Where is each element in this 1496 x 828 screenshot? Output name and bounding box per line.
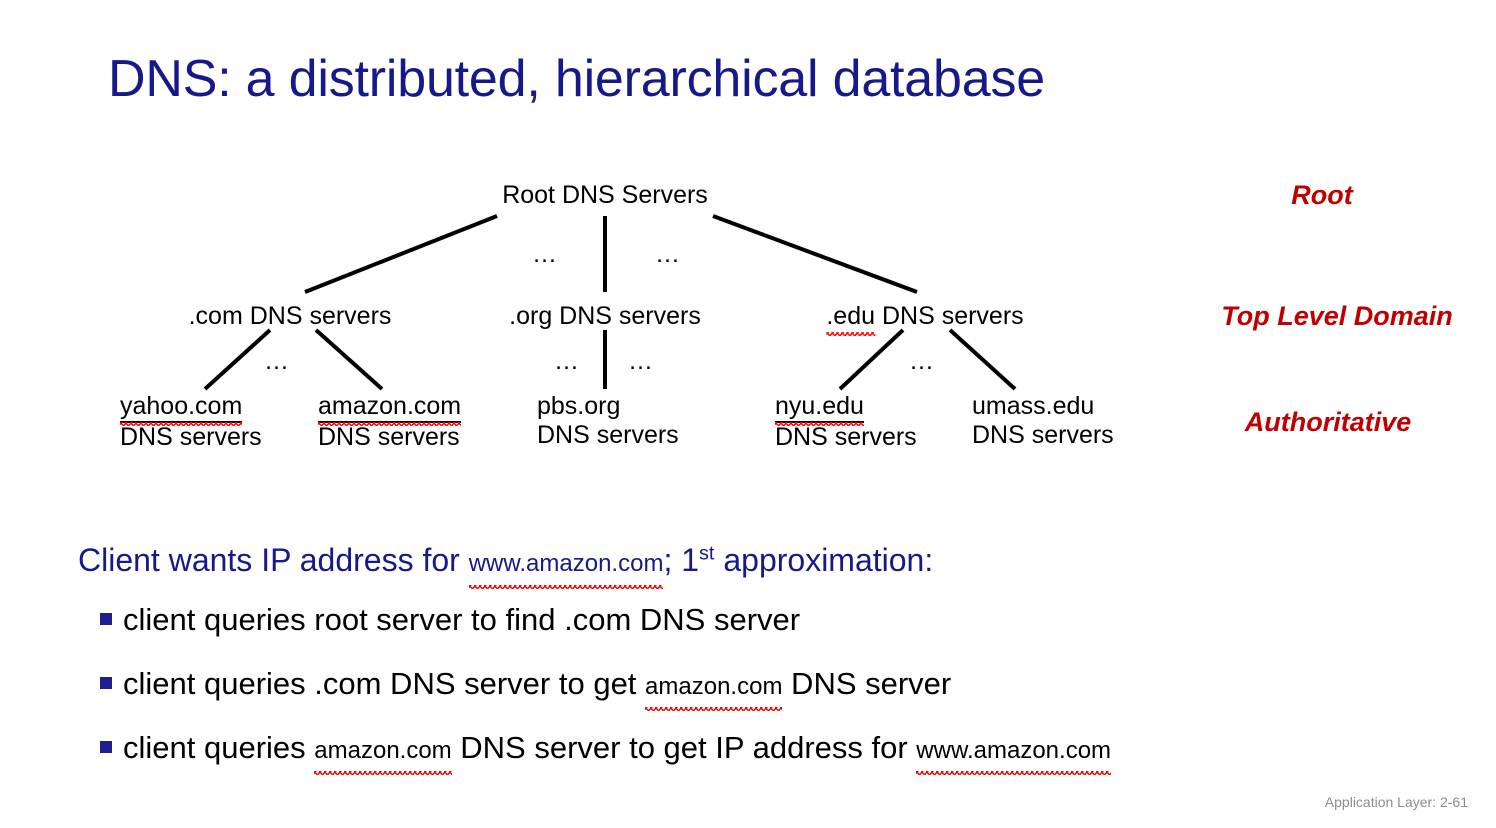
dns-hierarchy-diagram: Root DNS Servers … … .com DNS servers .o… [120,180,1453,452]
edge-edu-to-nyu [838,328,905,391]
square-bullet-icon [100,741,112,753]
lead-statement: Client wants IP address for www.amazon.c… [78,540,934,589]
bullet-3-seg-3: www.amazon.com [916,732,1111,775]
node-root-dns-servers: Root DNS Servers [502,181,708,209]
bullet-3-seg-1: amazon.com [314,732,453,775]
tier-label-top-level-domain: Top Level Domain [1221,301,1453,331]
edge-root-to-edu [712,214,918,294]
node-amazon-dns-servers: amazon.com DNS servers [318,392,462,452]
node-pbs-dns-servers: pbs.org DNS servers [537,392,679,450]
node-yahoo-domain: yahoo.com [120,392,243,426]
bullet-item-1: client queries root server to find .com … [100,601,800,639]
node-umass-dns-servers: umass.edu DNS servers [972,392,1114,450]
edge-com-to-amazon [314,328,384,391]
lead-part1: Client wants IP address for [78,542,469,578]
ellipsis-root-left: … [532,240,558,268]
node-amazon-domain: amazon.com [318,392,462,426]
bullet-3-seg-0: client queries [123,730,315,765]
lead-domain: www.amazon.com [468,544,663,589]
bullet-text-1: client queries root server to find .com … [123,601,800,639]
node-edu-label-rest: DNS servers [875,302,1024,330]
ellipsis-com: … [264,347,290,375]
tier-label-authoritative: Authoritative [1244,407,1412,437]
edge-root-to-com [304,214,498,294]
node-com-label: .com DNS servers [188,302,392,330]
lead-part2: ; 1 [663,542,700,578]
ellipsis-edu: … [909,347,935,375]
node-org-dns-servers: .org DNS servers [509,302,701,331]
ellipsis-org-right: … [628,347,654,375]
node-yahoo-dns-servers: yahoo.com DNS servers [120,392,262,452]
bullet-text-3: client queries amazon.com DNS server to … [123,729,1111,775]
node-com-dns-servers: .com DNS servers [189,302,392,331]
node-umass-line2: DNS servers [972,421,1114,449]
lead-ordinal-suffix: st [699,542,715,565]
bullet-1-seg-0: client queries root server to find .com … [123,602,801,637]
node-pbs-line2: DNS servers [537,421,679,449]
bullet-2-seg-0: client queries .com DNS server to get [123,666,646,701]
tree-connectors [203,214,1017,391]
bullet-2-seg-1: amazon.com [645,668,783,711]
node-pbs-domain: pbs.org [537,392,621,420]
node-nyu-line2: DNS servers [775,423,917,451]
slide-footer: Application Layer: 2-61 [1324,794,1468,810]
node-nyu-domain: nyu.edu [775,392,864,426]
square-bullet-icon [100,613,112,625]
node-edu-misspelled-prefix: .edu [826,302,876,336]
node-umass-domain: umass.edu [972,392,1095,420]
edge-com-to-yahoo [203,328,272,391]
bullet-3-seg-2: DNS server to get IP address for [451,730,917,765]
ellipsis-org-left: … [554,347,580,375]
bullet-item-2: client queries .com DNS server to get am… [100,665,952,711]
tier-label-root: Root [1291,180,1353,210]
square-bullet-icon [100,677,112,689]
page-title: DNS: a distributed, hierarchical databas… [108,50,1045,108]
bullet-2-seg-2: DNS server [782,666,952,701]
bullet-item-3: client queries amazon.com DNS server to … [100,729,1111,775]
node-amazon-line2: DNS servers [318,423,460,451]
node-edu-dns-servers: .edu DNS servers [826,302,1024,336]
node-nyu-dns-servers: nyu.edu DNS servers [775,392,917,452]
node-yahoo-line2: DNS servers [120,423,262,451]
edge-edu-to-umass [948,328,1017,391]
bullet-text-2: client queries .com DNS server to get am… [123,665,952,711]
ellipsis-root-right: … [655,240,681,268]
lead-part3: approximation: [714,542,934,578]
node-org-label: .org DNS servers [509,302,701,330]
